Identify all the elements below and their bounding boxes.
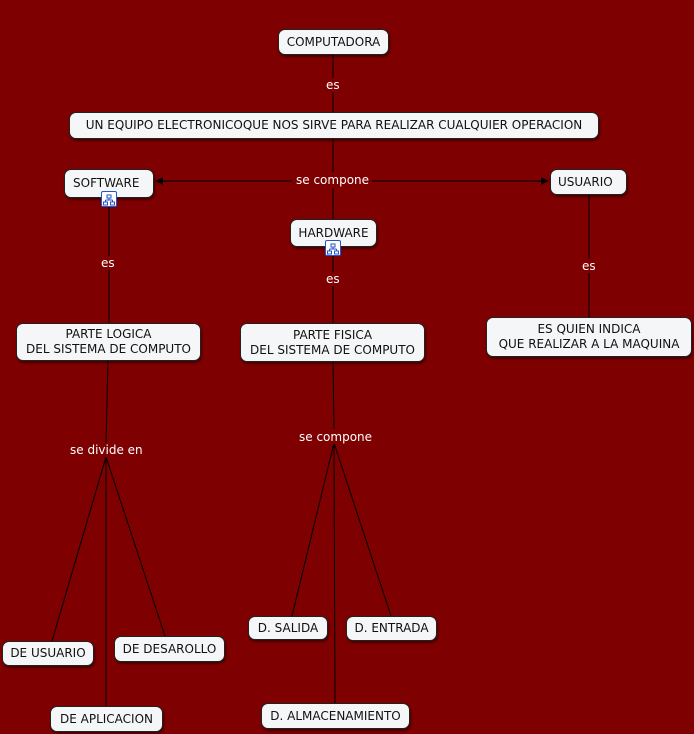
concept-de-aplicacion[interactable]: DE APLICACION xyxy=(50,706,163,732)
submap-icon[interactable] xyxy=(325,240,341,256)
concept-usuario[interactable]: USUARIO xyxy=(550,169,627,195)
edge-sedivide-dedesarollo xyxy=(105,456,166,637)
concept-parte-fisica[interactable]: PARTE FISICA DEL SISTEMA DE COMPUTO xyxy=(240,323,425,362)
concept-hardware[interactable]: HARDWARE xyxy=(290,219,377,247)
edge-secompone-dsalida xyxy=(291,442,335,617)
concept-de-desarollo[interactable]: DE DESAROLLO xyxy=(114,636,225,662)
concept-equipo-electronico[interactable]: UN EQUIPO ELECTRONICOQUE NOS SIRVE PARA … xyxy=(69,112,599,139)
link-label-es: es xyxy=(324,78,342,92)
concept-parte-logica[interactable]: PARTE LOGICA DEL SISTEMA DE COMPUTO xyxy=(16,323,201,361)
link-label-es: es xyxy=(324,272,342,286)
edge-secompone-dentrada xyxy=(333,442,392,617)
concept-de-usuario[interactable]: DE USUARIO xyxy=(2,641,94,666)
edge-sedivide-deusuario xyxy=(51,456,107,642)
concept-d-entrada[interactable]: D. ENTRADA xyxy=(346,616,437,641)
concept-es-quien-indica[interactable]: ES QUIEN INDICA QUE REALIZAR A LA MAQUIN… xyxy=(486,317,692,357)
concept-d-almacenamiento[interactable]: D. ALMACENAMIENTO xyxy=(261,703,410,729)
edge-secompone-dalmacenamiento xyxy=(333,442,336,704)
link-label-se-compone: se compone xyxy=(297,430,375,444)
hierarchy-icon xyxy=(327,243,339,255)
link-label-es: es xyxy=(99,256,117,270)
link-label-es: es xyxy=(580,259,598,273)
edge-partefisica-secompone xyxy=(332,361,335,430)
link-label-se-compone: se compone xyxy=(294,173,372,187)
concept-computadora[interactable]: COMPUTADORA xyxy=(278,29,389,55)
submap-icon[interactable] xyxy=(101,191,117,207)
link-label-se-divide-en: se divide en xyxy=(68,443,145,457)
concept-d-salida[interactable]: D. SALIDA xyxy=(248,616,328,640)
edge-partelogica-sedivide xyxy=(105,360,109,444)
hierarchy-icon xyxy=(103,194,115,206)
